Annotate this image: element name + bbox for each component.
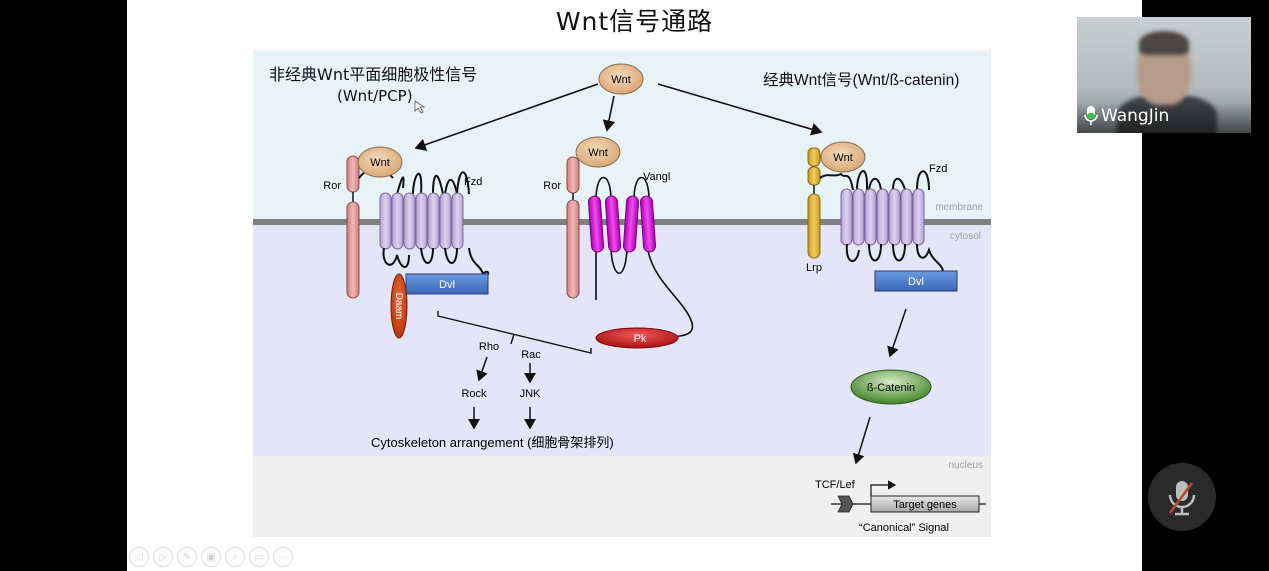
previous-icon: ◁ bbox=[135, 551, 143, 563]
pcp-downstream: Rho Rac Rock JNK Cytoskeleton arrangemen… bbox=[371, 311, 614, 450]
canonical-receptor-complex: Lrp Wnt Fzd Dvl ß-Catenin bbox=[806, 141, 958, 465]
pk bbox=[595, 327, 679, 349]
dvl-left-label: Dvl bbox=[439, 279, 455, 291]
dvl-right-label: Dvl bbox=[908, 276, 924, 288]
mute-microphone-button[interactable] bbox=[1148, 463, 1216, 531]
next-slide-button[interactable]: ▷ bbox=[153, 547, 173, 567]
ror-left-label: Ror bbox=[323, 180, 341, 192]
fzd-helix bbox=[912, 188, 925, 246]
beta-catenin bbox=[850, 369, 932, 405]
vangl-segment bbox=[604, 195, 622, 253]
membrane-label: membrane bbox=[935, 202, 983, 213]
cytosol-label: cytosol bbox=[950, 231, 981, 242]
slides-icon: ▣ bbox=[206, 551, 216, 563]
rho-label: Rho bbox=[479, 341, 499, 353]
wnt-left bbox=[357, 146, 403, 178]
canonical-signal-label: “Canonical” Signal bbox=[859, 522, 949, 534]
lrp-segment bbox=[807, 166, 821, 186]
zoom-button[interactable]: ⌕ bbox=[225, 547, 245, 567]
fzd-helix bbox=[451, 192, 464, 250]
beta-catenin-label: ß-Catenin bbox=[867, 382, 915, 394]
rock-label: Rock bbox=[461, 388, 487, 400]
arrow-to-vangl bbox=[602, 95, 616, 132]
lrp-label: Lrp bbox=[806, 262, 822, 274]
ror-left-upper bbox=[346, 155, 360, 193]
arrow-to-canonical bbox=[657, 83, 823, 136]
daam-label: Daam bbox=[393, 293, 404, 320]
microphone-active-icon bbox=[1084, 106, 1098, 125]
subtitle-button[interactable]: ▭ bbox=[249, 547, 269, 567]
cell-membrane bbox=[253, 219, 991, 225]
fzd-helix bbox=[888, 188, 901, 246]
fzd-helix bbox=[864, 188, 877, 246]
ror-left-lower bbox=[346, 201, 360, 299]
noncanonical-heading: 非经典Wnt平面细胞极性信号 bbox=[269, 65, 477, 84]
wnt-mid bbox=[575, 136, 621, 168]
fzd-helix bbox=[900, 188, 913, 246]
arrow-to-pcp bbox=[414, 83, 599, 151]
target-gene-locus: TCF/Lef Target genes “Canonical” Signal bbox=[815, 479, 986, 534]
ror-mid-upper bbox=[566, 156, 580, 194]
next-icon: ▷ bbox=[159, 551, 167, 563]
mouse-cursor-icon bbox=[414, 100, 426, 114]
target-genes-label: Target genes bbox=[893, 499, 957, 511]
wnt-left-label: Wnt bbox=[370, 157, 390, 169]
fzd-helix bbox=[439, 192, 452, 250]
slide-toolbar: ◁ ▷ ✎ ▣ ⌕ ▭ ⋯ bbox=[129, 547, 293, 569]
participant-video-tile[interactable]: WangJin bbox=[1077, 17, 1251, 133]
wnt-top-label: Wnt bbox=[611, 74, 631, 86]
slides-button[interactable]: ▣ bbox=[201, 547, 221, 567]
fzd-helix bbox=[391, 192, 404, 250]
wnt-mid-label: Wnt bbox=[588, 147, 608, 159]
nucleus-label: nucleus bbox=[949, 460, 983, 471]
fzd-helix bbox=[427, 192, 440, 250]
fzd-helix bbox=[403, 192, 416, 250]
pcp-receptor-complex: Ror Fzd Wnt Dvl Daam bbox=[323, 146, 490, 339]
vangl-segment bbox=[639, 195, 657, 253]
fzd-helix bbox=[840, 188, 853, 246]
participant-name: WangJin bbox=[1101, 106, 1170, 126]
vangl-segment bbox=[622, 195, 640, 253]
cytoskeleton-label: Cytoskeleton arrangement (细胞骨架排列) bbox=[371, 435, 614, 450]
tcf-lef-factor bbox=[837, 495, 854, 513]
slide-title: Wnt信号通路 bbox=[555, 7, 714, 36]
ror-mid-lower bbox=[566, 199, 580, 299]
ror-mid-label: Ror bbox=[543, 180, 561, 192]
microphone-muted-icon bbox=[1168, 481, 1196, 516]
more-icon: ⋯ bbox=[278, 551, 288, 563]
tcf-lef-label: TCF/Lef bbox=[815, 479, 856, 491]
dvl-right bbox=[874, 270, 958, 292]
zoom-icon: ⌕ bbox=[232, 551, 238, 563]
more-button[interactable]: ⋯ bbox=[273, 547, 293, 567]
canonical-heading: 经典Wnt信号(Wnt/ß-catenin) bbox=[763, 71, 959, 89]
fzd-helix bbox=[852, 188, 865, 246]
rac-label: Rac bbox=[521, 349, 541, 361]
fzd-helix bbox=[876, 188, 889, 246]
jnk-label: JNK bbox=[520, 388, 541, 400]
pen-icon: ✎ bbox=[182, 551, 192, 563]
lrp-lower bbox=[807, 193, 821, 259]
dvl-left bbox=[405, 273, 489, 295]
lrp-segment bbox=[807, 147, 821, 167]
subtitle-icon: ▭ bbox=[254, 551, 264, 563]
wnt-right bbox=[820, 141, 866, 173]
pk-label: Pk bbox=[634, 333, 647, 345]
fzd-helix bbox=[379, 192, 392, 250]
wnt-pathway-diagram: membrane cytosol nucleus 非经典Wnt平面细胞极性信号 … bbox=[253, 50, 991, 537]
daam bbox=[390, 273, 408, 339]
pen-button[interactable]: ✎ bbox=[177, 547, 197, 567]
wnt-right-label: Wnt bbox=[833, 152, 853, 164]
vangl-label: Vangl bbox=[643, 171, 670, 183]
target-genes-box bbox=[870, 495, 980, 513]
vangl-complex: Wnt Ror Vangl Pk bbox=[543, 136, 694, 349]
previous-slide-button[interactable]: ◁ bbox=[129, 547, 149, 567]
noncanonical-subheading: (Wnt/PCP) bbox=[337, 87, 413, 105]
fzd-left-label: Fzd bbox=[464, 176, 482, 188]
fzd-right-label: Fzd bbox=[929, 163, 947, 175]
fzd-helix bbox=[415, 192, 428, 250]
vangl-segment bbox=[587, 195, 605, 253]
wnt-ligand-top bbox=[598, 63, 644, 95]
nucleus-region bbox=[253, 456, 991, 537]
